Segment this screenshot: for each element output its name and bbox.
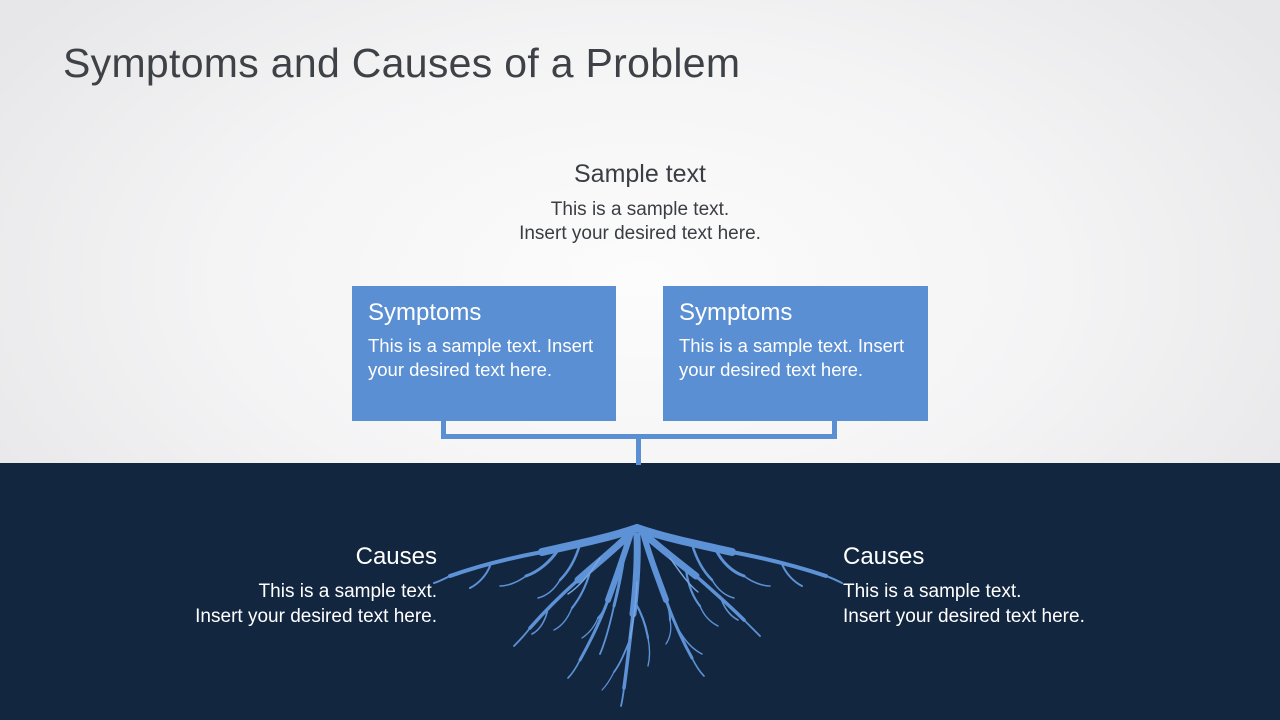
causes-right-heading: Causes	[843, 543, 925, 570]
symptoms-box-left: Symptoms This is a sample text. Insert y…	[352, 286, 616, 421]
sample-text-heading: Sample text	[573, 160, 706, 188]
connector-stub-left	[441, 420, 446, 436]
causes-left-heading: Causes	[355, 543, 437, 570]
symptoms-left-body: This is a sample text. Insert your desir…	[368, 335, 594, 380]
causes-right-line2: Insert your desired text here.	[843, 606, 1085, 627]
causes-block-right: Causes This is a sample text. Insert you…	[843, 543, 1085, 629]
sample-text-line2: Insert your desired text here.	[519, 223, 761, 244]
symptoms-right-heading: Symptoms	[679, 299, 793, 326]
symptoms-box-right: Symptoms This is a sample text. Insert y…	[663, 286, 928, 421]
symptoms-left-heading: Symptoms	[368, 299, 482, 326]
root-branches	[433, 524, 843, 707]
causes-block-left: Causes This is a sample text. Insert you…	[195, 543, 437, 629]
bottom-section-background	[0, 463, 1280, 720]
sample-text-block: Sample text This is a sample text. Inser…	[0, 160, 1280, 246]
slide-title: Symptoms and Causes of a Problem	[63, 40, 741, 86]
sample-text-line1: This is a sample text.	[550, 199, 730, 220]
connector-horizontal	[441, 434, 837, 439]
causes-left-line2: Insert your desired text here.	[195, 606, 437, 627]
causes-left-line1: This is a sample text.	[258, 581, 437, 602]
top-section-background	[0, 0, 1280, 463]
connector-center-drop	[636, 439, 641, 465]
causes-right-line1: This is a sample text.	[843, 581, 1022, 602]
symptoms-right-body: This is a sample text. Insert your desir…	[679, 335, 905, 380]
tree-roots-illustration	[433, 524, 843, 707]
connector-stub-right	[832, 420, 837, 436]
root-highlight-strands	[567, 557, 699, 639]
